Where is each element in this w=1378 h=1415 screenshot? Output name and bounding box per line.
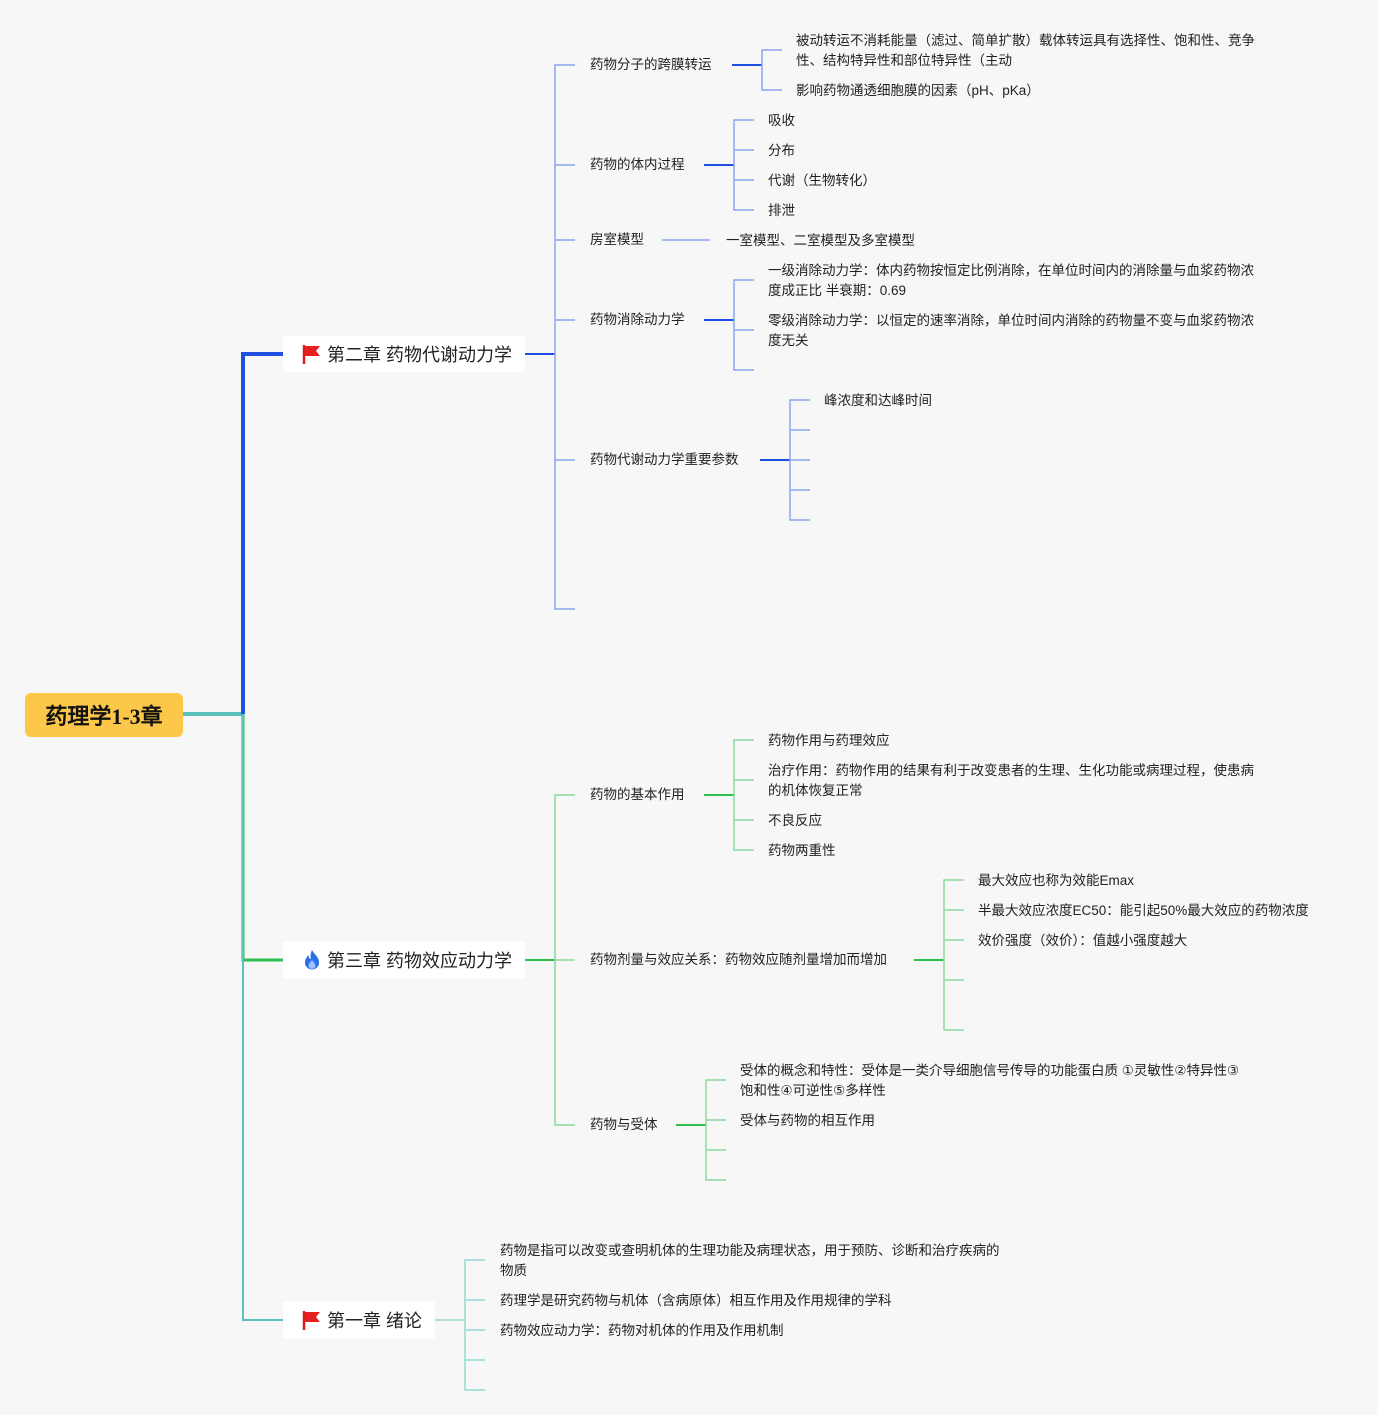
chapter-1-node[interactable]: 第一章 绪论 xyxy=(283,1302,435,1338)
ch2-leaf-zero-order[interactable]: 零级消除动力学：以恒定的速率消除，单位时间内消除的药物量不变与血浆药物浓度无关 xyxy=(768,313,1254,348)
fire-icon xyxy=(301,949,323,971)
ch2-item-elimination[interactable]: 药物消除动力学 xyxy=(590,312,685,327)
ch2-leaf-metabolism[interactable]: 代谢（生物转化） xyxy=(768,173,876,188)
ch2-n1-bracket xyxy=(761,49,782,91)
chapter-2-label: 第二章 药物代谢动力学 xyxy=(327,345,512,365)
chapter-1-label: 第一章 绪论 xyxy=(327,1311,423,1331)
ch3-leaf-receptor-interaction[interactable]: 受体与药物的相互作用 xyxy=(740,1113,875,1128)
ch3-leaf-therapeutic[interactable]: 治疗作用：药物作用的结果有利于改变患者的生理、生化功能或病理过程，使患病的机体恢… xyxy=(768,763,1254,798)
ch2-leaf-excretion[interactable]: 排泄 xyxy=(768,203,795,218)
ch3-item-dose-effect[interactable]: 药物剂量与效应关系：药物效应随剂量增加而增加 xyxy=(590,952,887,967)
ch2-trunk xyxy=(241,352,283,714)
ch2-leaf-compartment[interactable]: 一室模型、二室模型及多室模型 xyxy=(726,233,915,248)
chapter-3-label: 第三章 药物效应动力学 xyxy=(327,951,512,971)
ch1-bracket xyxy=(464,1259,485,1391)
ch2-n5-bracket xyxy=(789,399,810,521)
ch2-item-parameters[interactable]: 药物代谢动力学重要参数 xyxy=(590,452,739,467)
ch1-leaf-pharmacodynamics[interactable]: 药物效应动力学：药物对机体的作用及作用机制 xyxy=(500,1323,784,1338)
root-topic[interactable]: 药理学1-3章 xyxy=(25,693,183,737)
ch2-item-compartment[interactable]: 房室模型 xyxy=(590,232,644,247)
ch2-n4-bracket xyxy=(733,279,754,371)
ch3-item-receptor[interactable]: 药物与受体 xyxy=(590,1117,658,1132)
ch3-leaf-adverse[interactable]: 不良反应 xyxy=(768,813,822,828)
ch3-leaf-ec50[interactable]: 半最大效应浓度EC50：能引起50%最大效应的药物浓度 xyxy=(978,903,1309,918)
ch2-leaf-absorption[interactable]: 吸收 xyxy=(768,113,795,128)
ch1-leaf-pharmacology-definition[interactable]: 药理学是研究药物与机体（含病原体）相互作用及作用规律的学科 xyxy=(500,1293,892,1308)
chapter-2-node[interactable]: 第二章 药物代谢动力学 xyxy=(283,336,525,372)
ch3-item-basic-action[interactable]: 药物的基本作用 xyxy=(590,787,685,802)
chapter-3-node[interactable]: 第三章 药物效应动力学 xyxy=(283,942,525,978)
ch3-leaf-potency[interactable]: 效价强度（效价）：值越小强度越大 xyxy=(978,933,1188,948)
ch2-item-process[interactable]: 药物的体内过程 xyxy=(590,157,685,172)
ch2-leaf-distribution[interactable]: 分布 xyxy=(768,143,795,158)
ch3-trunk xyxy=(241,714,283,962)
ch3-bracket xyxy=(554,794,575,1126)
ch2-leaf-transport-1[interactable]: 被动转运不消耗能量（滤过、简单扩散）载体转运具有选择性、饱和性、竞争性、结构特异… xyxy=(796,33,1255,68)
ch2-item-transport[interactable]: 药物分子的跨膜转运 xyxy=(590,57,712,72)
ch3-leaf-effect[interactable]: 药物作用与药理效应 xyxy=(768,733,890,748)
ch1-leaf-drug-definition[interactable]: 药物是指可以改变或查明机体的生理功能及病理状态，用于预防、诊断和治疗疾病的物质 xyxy=(500,1243,1000,1278)
ch3-leaf-emax[interactable]: 最大效应也称为效能Emax xyxy=(978,873,1135,888)
ch2-bracket xyxy=(554,64,575,610)
ch2-leaf-first-order[interactable]: 一级消除动力学：体内药物按恒定比例消除，在单位时间内的消除量与血浆药物浓度成正比… xyxy=(768,263,1254,298)
ch2-leaf-peak[interactable]: 峰浓度和达峰时间 xyxy=(824,393,932,408)
ch3-n3-bracket xyxy=(705,1079,726,1181)
ch3-leaf-duality[interactable]: 药物两重性 xyxy=(768,843,836,858)
red-flag-icon xyxy=(301,343,323,365)
ch3-n1-bracket xyxy=(733,739,754,851)
ch1-trunk xyxy=(242,714,283,1321)
ch2-n2-bracket xyxy=(733,119,754,211)
red-flag-icon xyxy=(301,1309,323,1331)
ch2-leaf-transport-2[interactable]: 影响药物通透细胞膜的因素（pH、pKa） xyxy=(796,83,1040,98)
ch3-leaf-receptor-concept[interactable]: 受体的概念和特性：受体是一类介导细胞信号传导的功能蛋白质 ①灵敏性②特异性③饱和… xyxy=(740,1063,1240,1098)
ch3-n2-bracket xyxy=(943,879,964,1031)
